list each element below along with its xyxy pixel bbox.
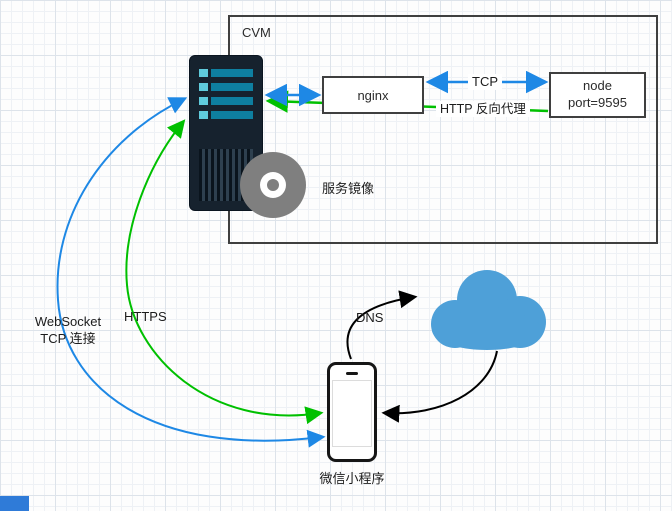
cvm-label: CVM: [242, 25, 271, 40]
nginx-label: nginx: [357, 87, 389, 103]
canvas-corner-badge[interactable]: [0, 496, 29, 511]
smartphone-icon[interactable]: [327, 362, 377, 462]
phone-speaker: [346, 372, 358, 375]
disk-image-icon[interactable]: [240, 152, 306, 218]
edge-cloud-to-phone[interactable]: [381, 350, 498, 423]
edge-dns[interactable]: [346, 290, 418, 360]
disc-ring: [260, 172, 286, 198]
dns-label: DNS: [356, 310, 384, 325]
websocket-label: WebSocket TCP 连接: [22, 314, 114, 348]
websocket-label-line1: WebSocket: [34, 314, 102, 329]
phone-screen: [332, 380, 372, 447]
http-reverse-proxy-label: HTTP 反向代理: [436, 101, 530, 117]
node-label-line2: port=9595: [568, 95, 627, 110]
cloud-icon[interactable]: [415, 262, 560, 357]
node-service-node[interactable]: node port=9595: [549, 72, 646, 118]
edge-https[interactable]: [125, 119, 324, 425]
disc-hole: [267, 179, 279, 191]
server-slots: [199, 69, 253, 125]
edge-websocket[interactable]: [56, 97, 326, 448]
nginx-node[interactable]: nginx: [322, 76, 424, 114]
https-label: HTTPS: [124, 309, 167, 324]
websocket-label-line2: TCP 连接: [40, 330, 96, 346]
wechat-miniprogram-label: 微信小程序: [319, 471, 385, 486]
tcp-label: TCP: [468, 74, 502, 90]
service-image-label: 服务镜像: [322, 181, 375, 196]
node-label-line1: node: [583, 78, 612, 94]
